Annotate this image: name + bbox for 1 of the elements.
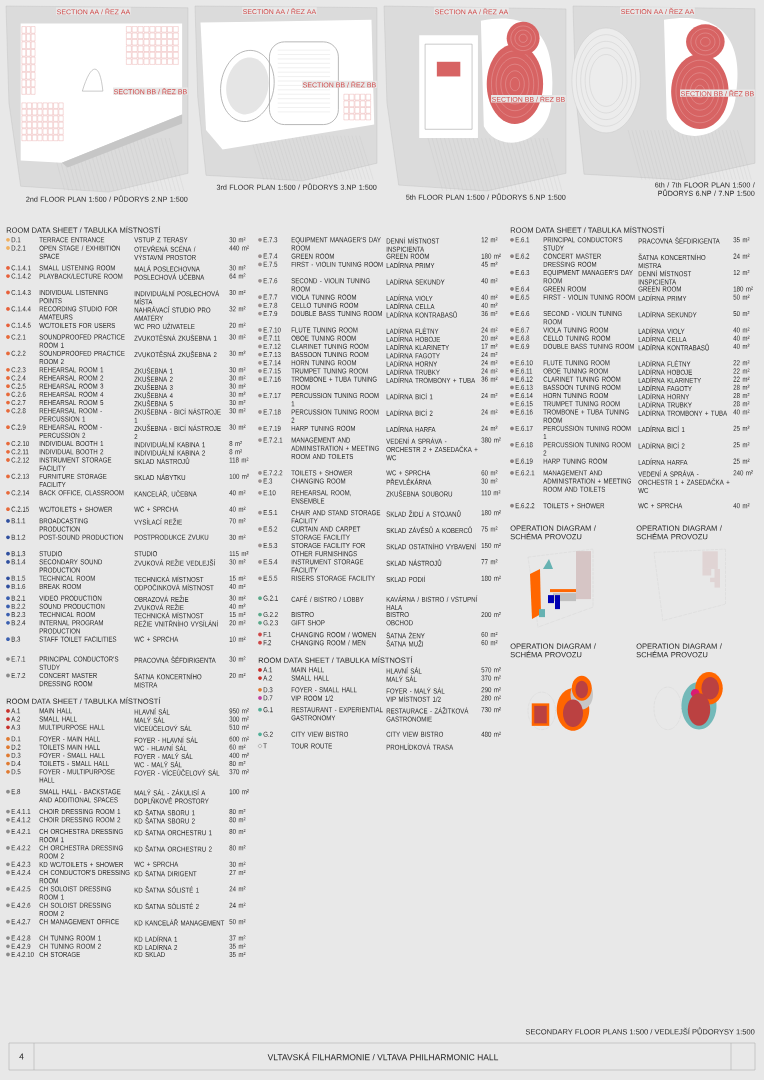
page-number: 4 — [19, 1053, 24, 1060]
